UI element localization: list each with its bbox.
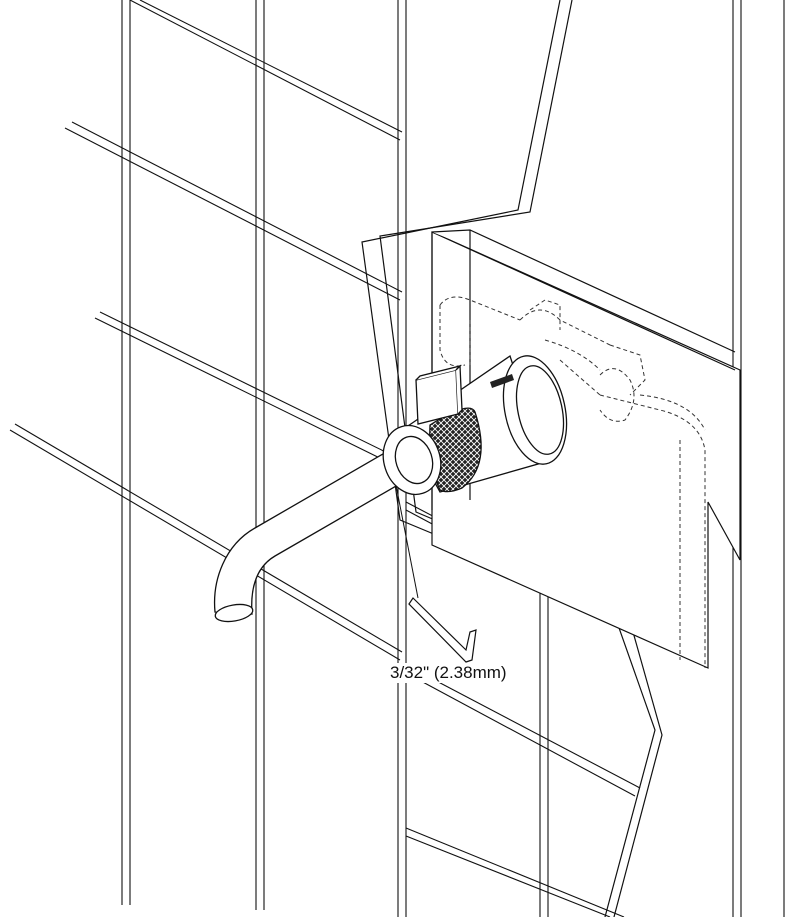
wall-tile-grid: [10, 0, 784, 917]
hex-key-size-label: 3/32" (2.38mm): [388, 663, 509, 683]
faucet-spout: [214, 447, 410, 624]
wall-cutout-outline: [362, 0, 740, 917]
rough-in-valve-hidden: [440, 297, 705, 668]
brand-logo: [490, 374, 514, 388]
faucet-body: [375, 350, 576, 502]
hex-key-leader-line: [395, 480, 418, 598]
allen-wrench-icon: [409, 598, 476, 662]
